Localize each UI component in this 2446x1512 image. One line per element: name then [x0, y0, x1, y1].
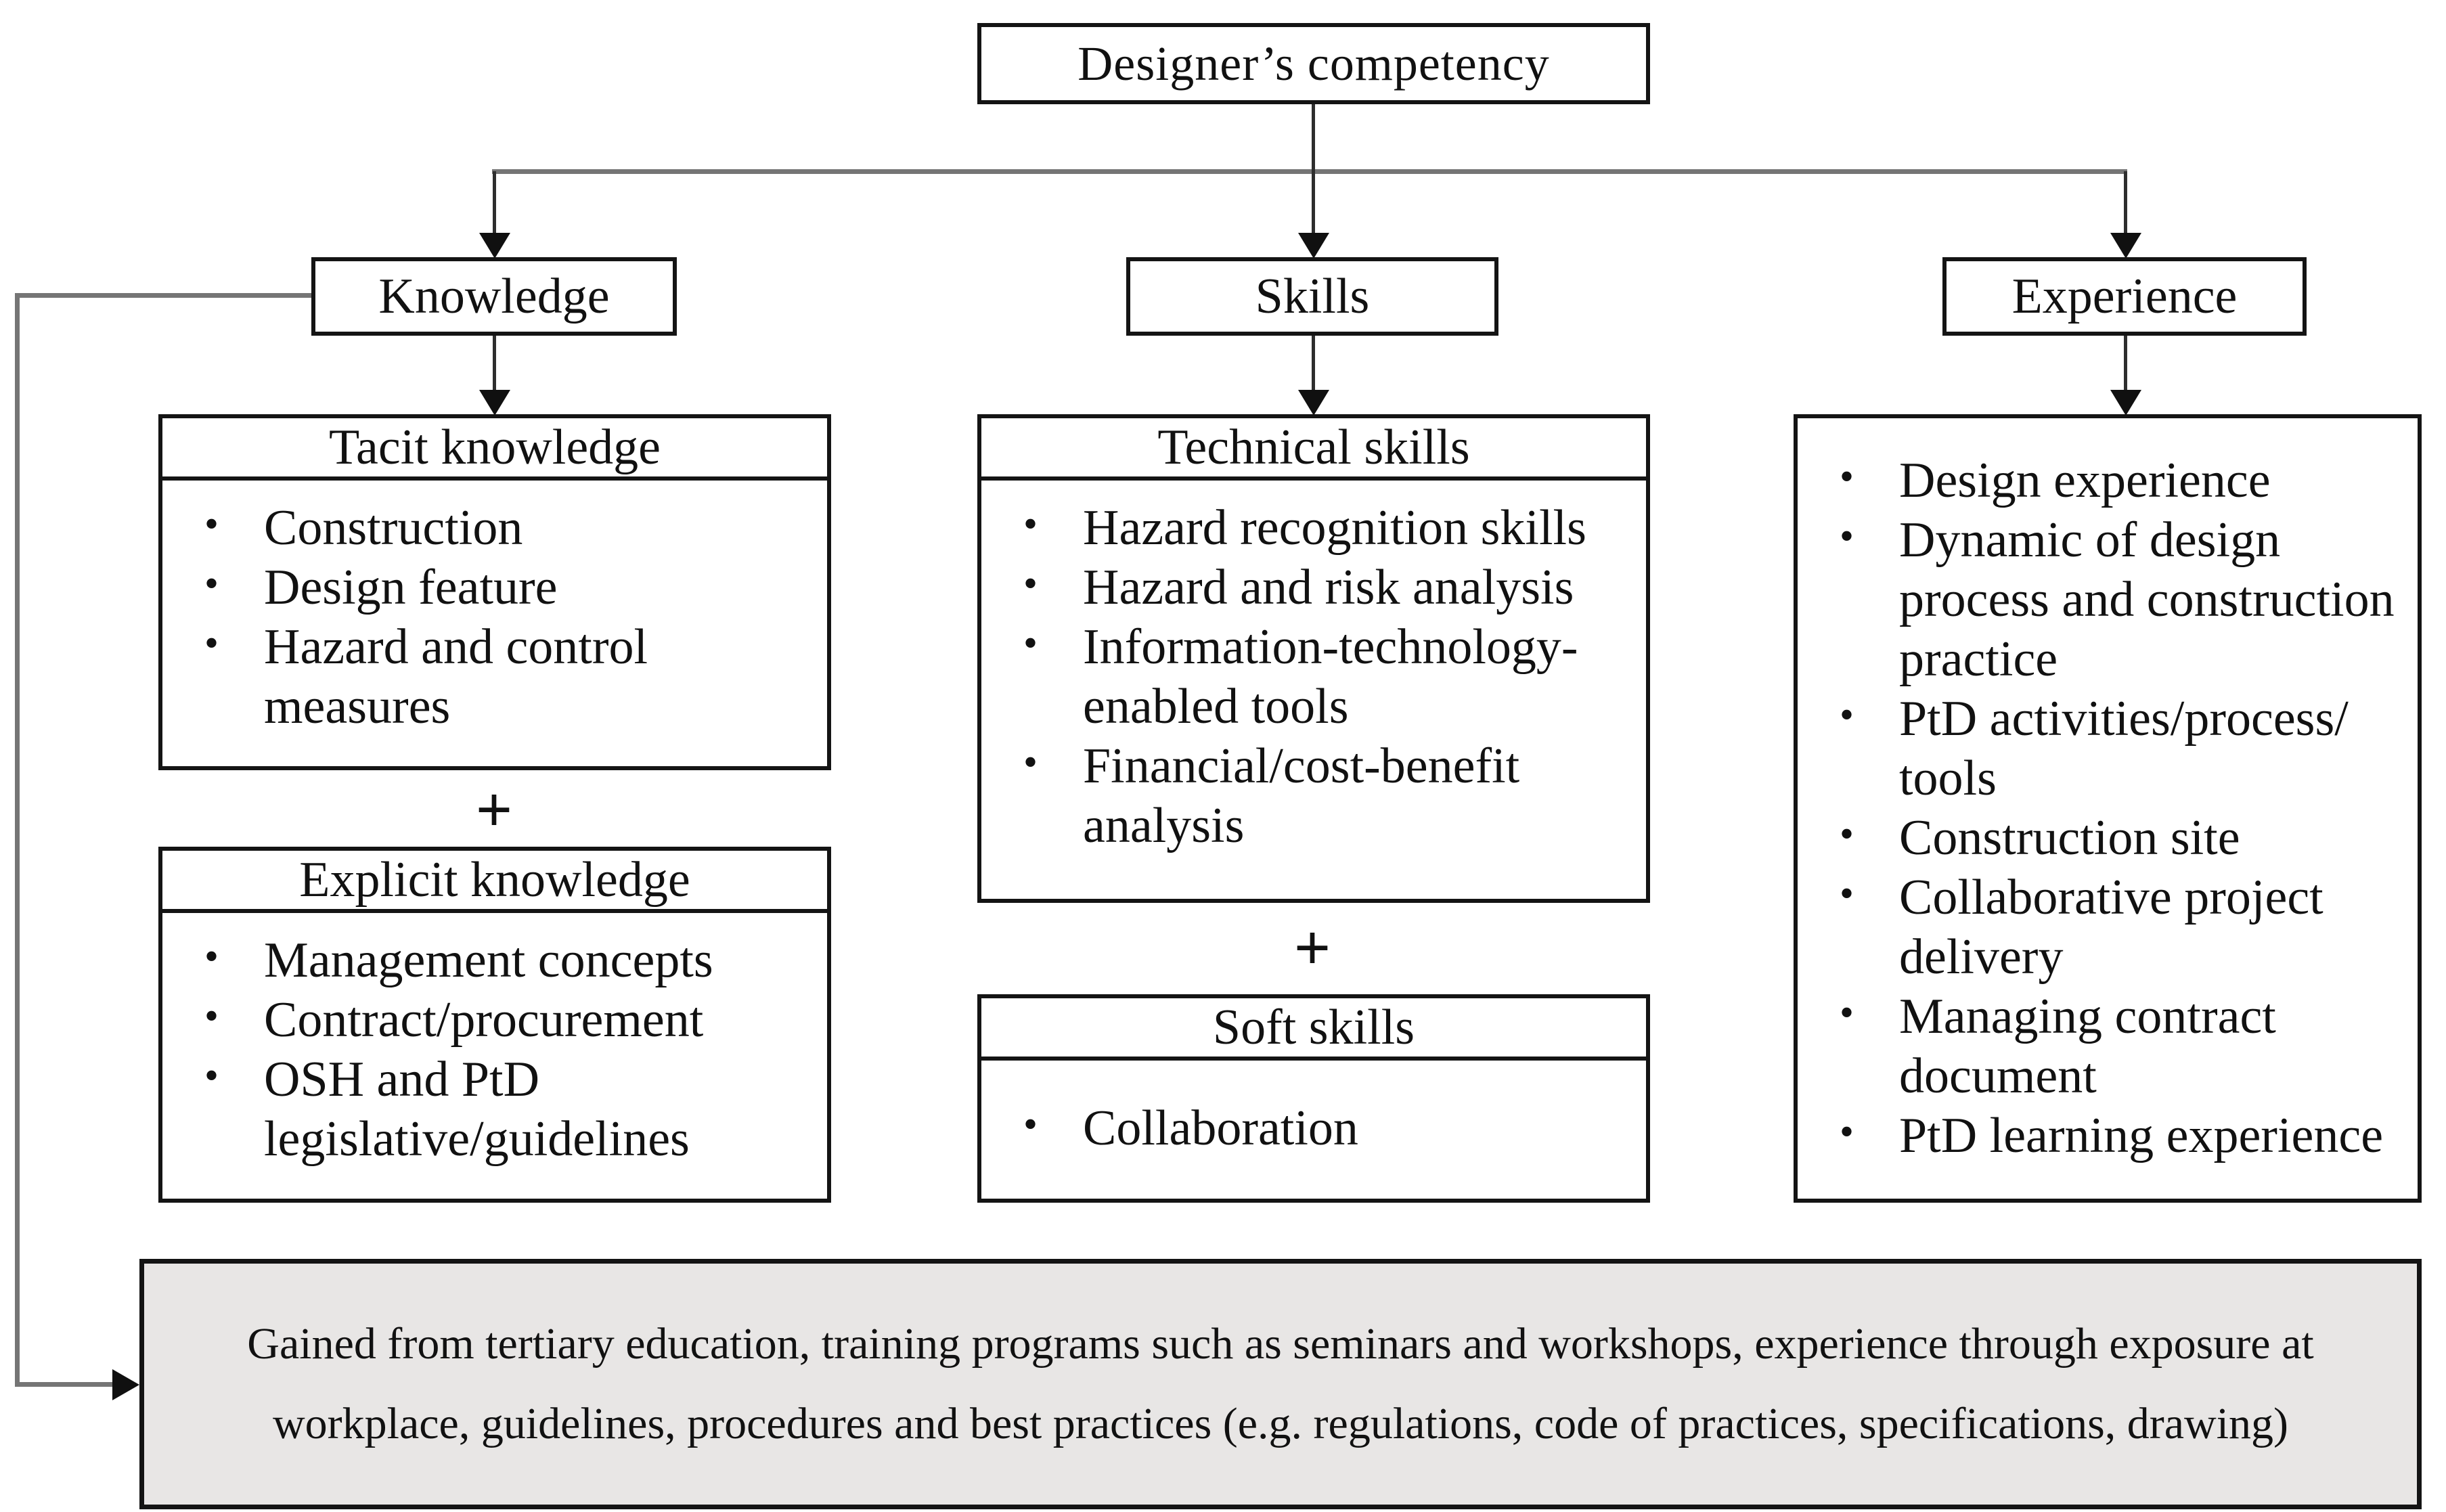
technical-skills-box: Technical skills • Hazard recognition ski… [977, 414, 1650, 903]
list-item: • Hazard and control measures [162, 617, 809, 736]
list-item: • Hazard and risk analysis [981, 558, 1628, 617]
list-item-label: Design feature [264, 560, 558, 615]
bullet-icon: • [204, 561, 219, 606]
technical-skills-title: Technical skills [981, 418, 1646, 481]
bullet-icon: • [1840, 990, 1854, 1035]
list-item-label: Construction site [1899, 810, 2240, 866]
explicit-knowledge-title: Explicit knowledge [162, 851, 827, 913]
list-item-label: Financial/cost-benefit analysis [1083, 738, 1520, 853]
bullet-icon: • [204, 1053, 219, 1098]
bullet-icon: • [1840, 454, 1854, 499]
list-item: • OSH and PtD legislative/guidelines [162, 1050, 809, 1169]
list-item: • Hazard recognition skills [981, 498, 1628, 558]
technical-skills-list: • Hazard recognition skills • Hazard and r… [981, 481, 1646, 855]
bullet-icon: • [1023, 561, 1038, 606]
bullet-icon: • [1023, 502, 1038, 546]
soft-skills-list: • Collaboration [981, 1061, 1646, 1158]
header-box-skills: Skills [1126, 257, 1498, 336]
list-item: • Contract/procurement [162, 990, 809, 1050]
footer-box: Gained from tertiary education, training… [139, 1259, 2422, 1509]
bullet-icon: • [1840, 811, 1854, 856]
connector-knowledge-to-tacit [493, 336, 496, 391]
experience-list-box: • Design experience • Dynamic of design pr… [1794, 414, 2422, 1203]
soft-skills-box: Soft skills • Collaboration [977, 994, 1650, 1203]
list-item: • Financial/cost-benefit analysis [981, 736, 1628, 855]
plus-sign-knowledge: + [475, 773, 513, 846]
list-item-label: Managing contract document [1899, 989, 2276, 1104]
tacit-knowledge-list: • Construction • Design feature • Hazard an… [162, 481, 827, 736]
bullet-icon: • [1023, 621, 1038, 665]
list-item: • Design experience [1798, 451, 2400, 510]
connector-experience-to-list [2124, 336, 2127, 391]
arrowhead-experience-list-icon [2110, 390, 2141, 416]
connector-feedback-bottom [15, 1382, 115, 1387]
bullet-icon: • [1840, 871, 1854, 916]
list-item: • Construction site [1798, 808, 2400, 868]
list-item: • Dynamic of design process and construct… [1798, 510, 2400, 689]
bullet-icon: • [204, 621, 219, 665]
soft-skills-title: Soft skills [981, 998, 1646, 1061]
list-item: • PtD activities/process/ tools [1798, 689, 2400, 808]
list-item-label: Dynamic of design process and constructi… [1899, 512, 2395, 687]
list-item-label: Hazard and control measures [264, 619, 648, 734]
bullet-icon: • [1840, 514, 1854, 558]
list-item: • Managing contract document [1798, 987, 2400, 1106]
bullet-icon: • [1023, 1102, 1038, 1147]
header-box-experience: Experience [1942, 257, 2307, 336]
arrowhead-footer-icon [112, 1369, 139, 1400]
list-item-label: Collaborative project delivery [1899, 870, 2323, 985]
list-item-label: OSH and PtD legislative/guidelines [264, 1052, 690, 1167]
skills-label: Skills [1255, 268, 1370, 324]
list-item: • Management concepts [162, 931, 809, 990]
tacit-knowledge-box: Tacit knowledge • Construction • Design fe… [158, 414, 831, 770]
footer-text: Gained from tertiary education, training… [247, 1319, 2314, 1448]
list-item: • Collaboration [981, 1098, 1628, 1158]
connector-skills-to-technical [1312, 336, 1315, 391]
connector-feedback-vertical [15, 293, 20, 1387]
list-item-label: Hazard recognition skills [1083, 500, 1586, 556]
arrowhead-knowledge-icon [479, 233, 510, 259]
list-item: • Design feature [162, 558, 809, 617]
bullet-icon: • [204, 502, 219, 546]
list-item-label: PtD learning experience [1899, 1108, 2384, 1163]
root-label: Designer’s competency [1077, 36, 1550, 91]
connector-distribution-line [492, 169, 2127, 174]
experience-list: • Design experience • Dynamic of design pr… [1798, 418, 2418, 1165]
arrowhead-tacit-icon [479, 390, 510, 416]
connector-to-knowledge [493, 171, 496, 234]
explicit-knowledge-box: Explicit knowledge • Management concepts … [158, 847, 831, 1203]
list-item-label: Design experience [1899, 453, 2271, 508]
connector-feedback-top [15, 293, 311, 298]
list-item: • Construction [162, 498, 809, 558]
tacit-knowledge-title: Tacit knowledge [162, 418, 827, 481]
list-item-label: Contract/procurement [264, 992, 704, 1048]
plus-sign-skills: + [1293, 911, 1331, 984]
root-box: Designer’s competency [977, 23, 1650, 104]
bullet-icon: • [1840, 692, 1854, 737]
knowledge-label: Knowledge [378, 268, 610, 324]
connector-to-experience [2124, 171, 2127, 234]
bullet-icon: • [1023, 740, 1038, 784]
connector-root-to-skills [1312, 103, 1315, 234]
bullet-icon: • [204, 994, 219, 1038]
list-item: • Collaborative project delivery [1798, 868, 2400, 987]
arrowhead-skills-icon [1298, 233, 1329, 259]
bullet-icon: • [204, 934, 219, 979]
list-item-label: PtD activities/process/ tools [1899, 691, 2349, 806]
arrowhead-technical-icon [1298, 390, 1329, 416]
header-box-knowledge: Knowledge [311, 257, 677, 336]
list-item-label: Hazard and risk analysis [1083, 560, 1574, 615]
list-item-label: Collaboration [1083, 1100, 1358, 1156]
list-item: • Information-technology-enabled tools [981, 617, 1628, 736]
list-item: • PtD learning experience [1798, 1106, 2400, 1165]
list-item-label: Construction [264, 500, 523, 556]
arrowhead-experience-icon [2110, 233, 2141, 259]
experience-label: Experience [2011, 268, 2238, 324]
list-item-label: Management concepts [264, 933, 713, 988]
bullet-icon: • [1840, 1109, 1854, 1154]
list-item-label: Information-technology-enabled tools [1083, 619, 1578, 734]
explicit-knowledge-list: • Management concepts • Contract/procureme… [162, 913, 827, 1169]
